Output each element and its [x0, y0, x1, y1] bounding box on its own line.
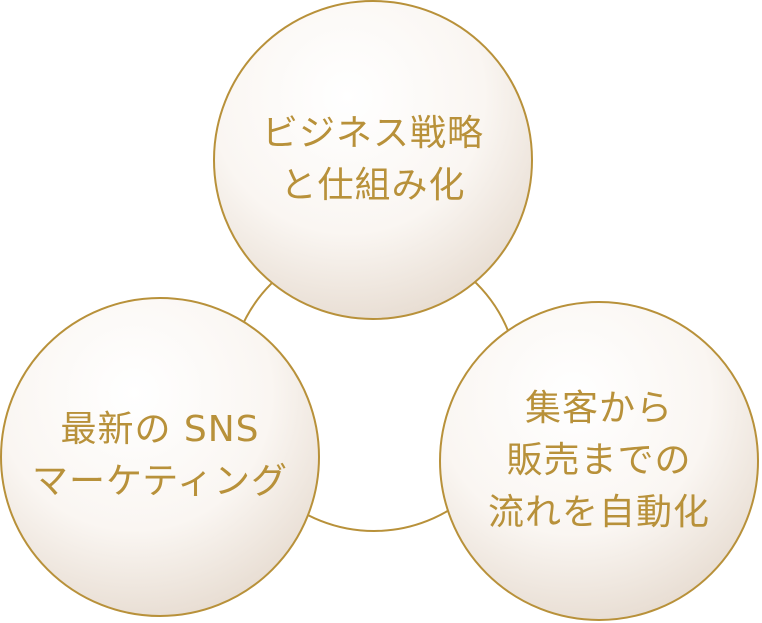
node-right-line-3: 流れを自動化 — [488, 492, 710, 533]
node-left-line-1: 最新の SNS — [60, 409, 259, 450]
node-top-line-1: ビジネス戦略 — [262, 113, 484, 154]
node-right-circle — [439, 301, 759, 621]
node-right-line-1: 集客から — [525, 388, 673, 429]
node-top: ビジネス戦略 と仕組み化 — [213, 0, 533, 320]
node-right-line-2: 販売までの — [506, 440, 691, 481]
node-left: 最新の SNS マーケティング — [0, 297, 320, 617]
node-right: 集客から 販売までの 流れを自動化 — [439, 301, 759, 621]
node-top-line-2: と仕組み化 — [280, 165, 465, 206]
node-left-circle — [0, 297, 320, 617]
node-left-line-2: マーケティング — [32, 461, 288, 502]
node-top-circle — [213, 0, 533, 320]
